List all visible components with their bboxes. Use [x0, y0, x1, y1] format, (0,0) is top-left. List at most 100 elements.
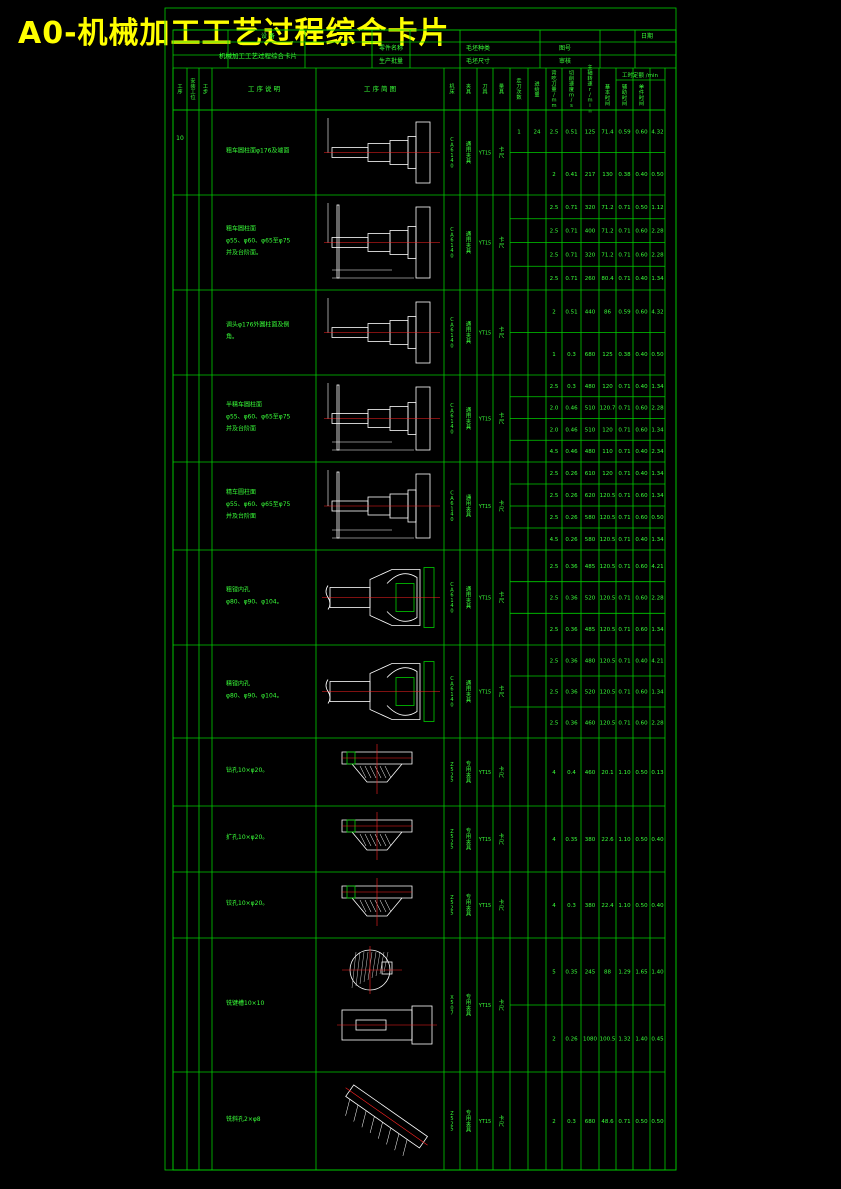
op-desc-line: 钻孔10×φ20。 [226, 766, 268, 774]
svg-text:量: 量 [551, 86, 556, 93]
svg-text:4: 4 [450, 248, 453, 254]
svg-text:5: 5 [450, 845, 453, 851]
op-cell: 0.60 [635, 129, 648, 135]
op-gauge: 卡尺 [499, 765, 505, 779]
op-cell: 4.21 [651, 659, 663, 665]
svg-text:卡: 卡 [499, 1114, 505, 1122]
op-desc-line: 调头φ176外圆柱面及倒 [226, 321, 289, 329]
svg-text:件: 件 [639, 88, 644, 96]
svg-text:夹: 夹 [466, 241, 472, 249]
svg-text:用: 用 [466, 686, 472, 693]
svg-text:用: 用 [466, 766, 472, 773]
svg-text:Z: Z [450, 829, 454, 835]
op-cell: 0.50 [635, 770, 648, 776]
op-cell: 0.38 [618, 352, 631, 358]
op-desc-line: 并及台阶面 [226, 425, 256, 433]
op-gauge: 卡尺 [499, 236, 505, 250]
op-cell: 130 [602, 172, 613, 178]
svg-text:尺: 尺 [499, 597, 505, 604]
svg-text:背: 背 [551, 68, 556, 76]
op-cell: 0.71 [618, 721, 630, 727]
op-cell: 1.29 [618, 970, 631, 976]
svg-text:1: 1 [450, 243, 453, 249]
op-cell: 2.5 [550, 659, 559, 665]
op-cell: 1.32 [618, 1037, 630, 1043]
svg-text:/: / [589, 92, 591, 98]
svg-text:卡: 卡 [499, 998, 505, 1006]
op-cell: 0.60 [635, 596, 648, 602]
svg-text:吃: 吃 [551, 74, 556, 82]
batch-label: 生产批量 [379, 57, 403, 65]
op-cell: 2 [552, 1037, 556, 1043]
op-cell: 120.5 [600, 537, 616, 543]
op-tool: YT15 [478, 1003, 491, 1009]
op-cell: 400 [585, 229, 596, 235]
svg-text:专: 专 [466, 992, 472, 1000]
svg-text:4: 4 [450, 603, 453, 609]
op-cell: 1.34 [651, 537, 664, 543]
op-cell: 0.71 [618, 205, 630, 211]
op-cell: 2.5 [550, 229, 559, 235]
svg-text:A: A [450, 142, 454, 148]
svg-text:通: 通 [466, 406, 472, 414]
svg-text:6: 6 [450, 687, 453, 693]
svg-text:用: 用 [466, 833, 472, 840]
op-cell: 260 [585, 276, 596, 282]
svg-text:通: 通 [466, 230, 472, 238]
op-cell: 245 [585, 970, 596, 976]
svg-text:主: 主 [587, 63, 592, 71]
svg-text:机: 机 [449, 82, 455, 90]
svg-text:/: / [553, 92, 555, 98]
time-header: 工时定额 /min [622, 71, 658, 79]
op-sketch [324, 298, 440, 364]
svg-text:数: 数 [516, 93, 522, 101]
op-cell: 0.60 [635, 427, 648, 433]
svg-text:切: 切 [569, 69, 574, 76]
op-cell: 2.5 [550, 471, 559, 477]
op-desc-line: 粗车圆柱面φ176及端面 [226, 147, 289, 155]
op-cell: 5 [552, 970, 556, 976]
op-cell: 120.5 [600, 627, 616, 633]
op-cell: 0.71 [618, 471, 630, 477]
svg-text:夹: 夹 [466, 1004, 472, 1012]
svg-text:1: 1 [450, 598, 453, 604]
op-cell: 0.71 [565, 252, 577, 258]
op-cell: 480 [585, 449, 596, 455]
svg-text:Z: Z [450, 762, 454, 768]
svg-text:序: 序 [177, 88, 182, 96]
op-cell: 0.41 [565, 172, 577, 178]
op-tool: YT15 [478, 596, 491, 602]
svg-text:6: 6 [450, 501, 453, 507]
svg-text:6: 6 [450, 593, 453, 599]
op-cell: 1.40 [651, 970, 664, 976]
op-sketch [345, 1084, 429, 1156]
svg-text:用: 用 [466, 999, 472, 1006]
svg-text:度: 度 [569, 85, 574, 93]
svg-text:卡: 卡 [499, 685, 505, 693]
op-cell: 80.4 [601, 276, 614, 282]
op-cell: 1.10 [618, 903, 631, 909]
op-cell: 0.26 [565, 471, 578, 477]
op-cell: 0.71 [618, 229, 630, 235]
op-sketch [341, 812, 413, 860]
op-cell: 0.40 [635, 449, 648, 455]
svg-text:用: 用 [466, 500, 472, 507]
op-cell: 0.36 [565, 596, 578, 602]
svg-text:5: 5 [450, 778, 453, 784]
op-cell: 0.40 [635, 276, 648, 282]
op-cell: 2.5 [550, 596, 559, 602]
op-cell: 0.35 [565, 837, 578, 843]
op-cell: 71.2 [601, 229, 613, 235]
svg-text:0: 0 [450, 1005, 453, 1011]
op-cell: 125 [585, 129, 596, 135]
op-cell: 4.5 [550, 449, 559, 455]
